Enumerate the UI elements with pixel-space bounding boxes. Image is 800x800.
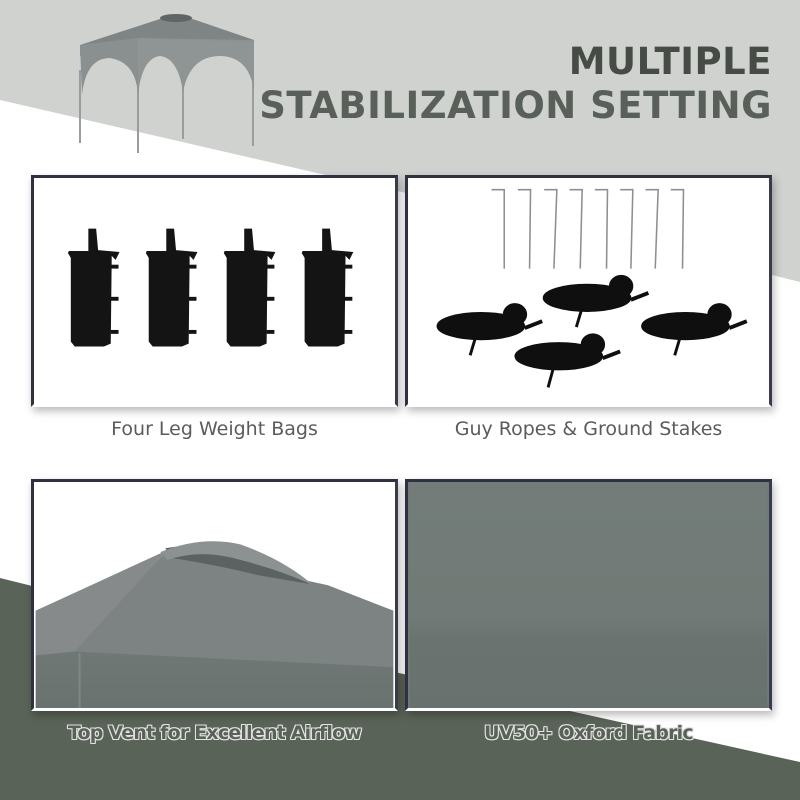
caption-ropes-stakes: Guy Ropes & Ground Stakes bbox=[454, 418, 723, 440]
feature-panel-ropes-stakes bbox=[405, 175, 772, 407]
feature-panel-weight-bags bbox=[31, 175, 398, 407]
headline-line-2: STABILIZATION SETTING bbox=[259, 84, 772, 127]
canopy-vent-icon bbox=[35, 541, 394, 708]
feature-panel-oxford-fabric bbox=[405, 479, 772, 711]
caption-weight-bags: Four Leg Weight Bags bbox=[111, 418, 318, 440]
page-title: MULTIPLE STABILIZATION SETTING bbox=[259, 40, 772, 128]
weight-bag-icon bbox=[67, 228, 354, 347]
feature-panel-top-vent bbox=[31, 479, 398, 711]
rope-stake-icon bbox=[436, 188, 748, 388]
headline-line-1: MULTIPLE bbox=[568, 40, 772, 83]
caption-top-vent: Top Vent for Excellent Airflow bbox=[67, 722, 362, 744]
fabric-swatch-icon bbox=[409, 482, 768, 708]
caption-oxford-fabric: UV50+ Oxford Fabric bbox=[484, 722, 693, 744]
